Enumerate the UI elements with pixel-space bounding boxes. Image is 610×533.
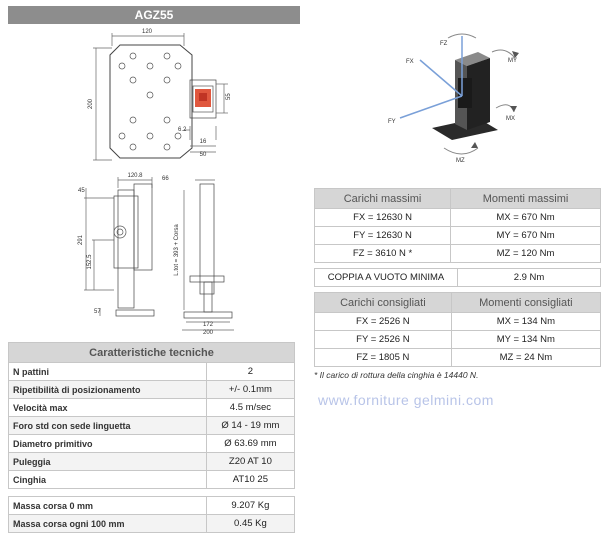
svg-text:6.2: 6.2: [178, 127, 187, 133]
recommended-loads-table: Carichi consigliati Momenti consigliati …: [314, 292, 602, 367]
max-loads-header: Carichi massimi: [313, 188, 452, 209]
table-row: Ripetibilità di posizionamento+/- 0.1mm: [8, 380, 296, 399]
footnote: * Il carico di rottura della cinghia è 1…: [314, 370, 479, 380]
svg-text:57: 57: [94, 309, 101, 315]
svg-text:120: 120: [142, 29, 153, 35]
svg-text:200: 200: [88, 98, 94, 109]
svg-text:FY: FY: [388, 119, 396, 125]
svg-text:152.5: 152.5: [87, 254, 93, 270]
svg-text:16: 16: [200, 139, 207, 145]
vacuum-torque-table: COPPIA A VUOTO MINIMA 2.9 Nm: [314, 268, 601, 287]
watermark: www.forniture gelmini.com: [318, 392, 494, 408]
svg-text:FX: FX: [406, 59, 414, 65]
product-title: AGZ55: [8, 6, 300, 24]
svg-text:50: 50: [200, 152, 207, 158]
svg-text:291: 291: [78, 234, 84, 245]
table-row: FZ = 3610 N *MZ = 120 Nm: [313, 244, 601, 263]
svg-text:120.8: 120.8: [127, 173, 143, 179]
svg-text:MY: MY: [508, 58, 517, 64]
svg-text:66: 66: [162, 176, 169, 182]
svg-text:200: 200: [203, 330, 214, 336]
svg-text:45: 45: [78, 188, 85, 194]
svg-text:L.tot = 393 + Corsa: L.tot = 393 + Corsa: [174, 224, 180, 276]
specs-header: Caratteristiche tecniche: [8, 342, 295, 363]
svg-text:172: 172: [203, 322, 214, 328]
max-loads-table: Carichi massimi Momenti massimi FX = 126…: [313, 188, 601, 263]
svg-text:FZ: FZ: [440, 41, 448, 47]
svg-text:55: 55: [226, 93, 232, 100]
table-row: COPPIA A VUOTO MINIMA 2.9 Nm: [314, 268, 601, 287]
recommended-loads-header: Carichi consigliati: [314, 292, 452, 313]
rotation-arrow-icon: [471, 51, 519, 148]
svg-text:MZ: MZ: [456, 158, 465, 164]
svg-text:MX: MX: [506, 116, 515, 122]
recommended-moments-header: Momenti consigliati: [450, 292, 602, 313]
max-moments-header: Momenti massimi: [450, 188, 601, 209]
